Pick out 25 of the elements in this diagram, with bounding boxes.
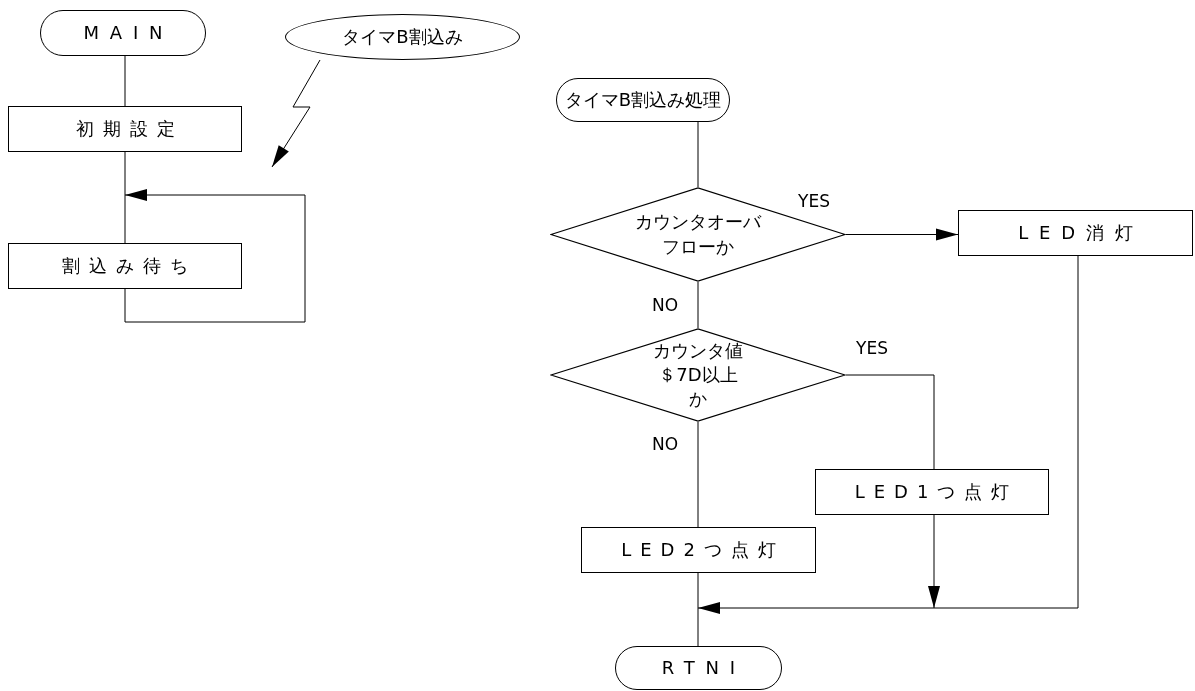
node-label: 初期設定	[74, 116, 184, 141]
terminal-shape	[40, 10, 206, 56]
terminal-shape	[615, 646, 782, 690]
process-box	[8, 243, 242, 289]
process-box	[958, 210, 1193, 256]
node-label: RTNI	[660, 655, 746, 680]
node-label: 割込み待ち	[61, 253, 197, 278]
node-label: MAIN	[82, 20, 174, 45]
node-label: LED消灯	[1017, 220, 1144, 245]
edge-label: NO	[652, 297, 679, 314]
process-box	[815, 469, 1049, 515]
node-label: LED2つ点灯	[620, 537, 785, 562]
process-box	[8, 106, 242, 152]
edge-label: NO	[652, 436, 679, 453]
process-box	[581, 527, 816, 573]
node-label: タイマB割込み処理	[564, 87, 722, 112]
node-label: カウンタオーバフローか	[634, 210, 763, 259]
edge-label: YES	[856, 340, 888, 357]
edge-label: YES	[798, 193, 830, 210]
node-label: タイマB割込み	[342, 24, 463, 49]
node-label: カウンタ値＄7D以上か	[652, 338, 744, 412]
terminal-shape	[556, 78, 730, 122]
node-label: LED1つ点灯	[853, 479, 1019, 504]
decision-diamond	[550, 328, 846, 422]
decision-diamond	[550, 187, 846, 282]
